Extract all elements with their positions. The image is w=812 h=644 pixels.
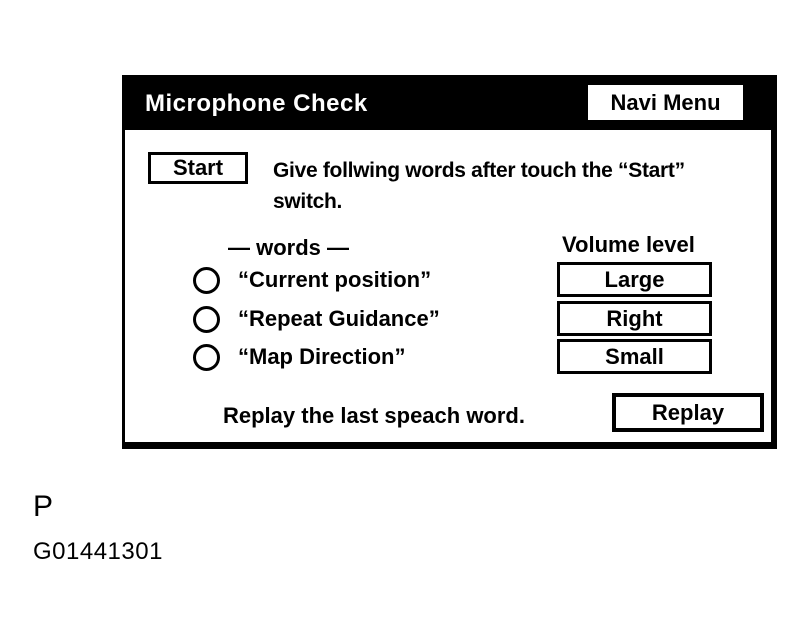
instruction-line2: switch.	[273, 190, 343, 213]
volume-level-label: Volume level	[562, 232, 695, 257]
navi-menu-button[interactable]: Navi Menu	[588, 85, 743, 120]
word-label-map-direction: “Map Direction”	[238, 344, 406, 369]
start-button[interactable]: Start	[148, 152, 248, 184]
volume-button-large[interactable]: Large	[557, 262, 712, 297]
radio-circle-icon	[193, 343, 220, 371]
volume-button-small[interactable]: Small	[557, 339, 712, 374]
replay-instruction: Replay the last speach word.	[223, 403, 525, 428]
dialog-titlebar: Microphone Check Navi Menu	[125, 75, 771, 130]
instruction-line1: Give follwing words after touch the “Sta…	[273, 159, 685, 182]
word-label-current-position: “Current position”	[238, 267, 432, 292]
replay-button[interactable]: Replay	[612, 393, 764, 432]
dialog-title: Microphone Check	[145, 90, 368, 117]
word-row-repeat-guidance: “Repeat Guidance”	[193, 305, 440, 333]
words-header: — words —	[228, 235, 350, 260]
word-row-current-position: “Current position”	[193, 266, 431, 294]
page-letter: P	[33, 490, 54, 523]
radio-circle-icon	[193, 305, 220, 333]
word-row-map-direction: “Map Direction”	[193, 343, 405, 371]
volume-button-right[interactable]: Right	[557, 301, 712, 336]
instruction-text: Give follwing words after touch the “Sta…	[273, 155, 773, 217]
radio-circle-icon	[193, 266, 220, 294]
word-label-repeat-guidance: “Repeat Guidance”	[238, 306, 440, 331]
microphone-check-dialog: Microphone Check Navi Menu Start Give fo…	[122, 75, 777, 449]
figure-code: G01441301	[33, 538, 163, 565]
